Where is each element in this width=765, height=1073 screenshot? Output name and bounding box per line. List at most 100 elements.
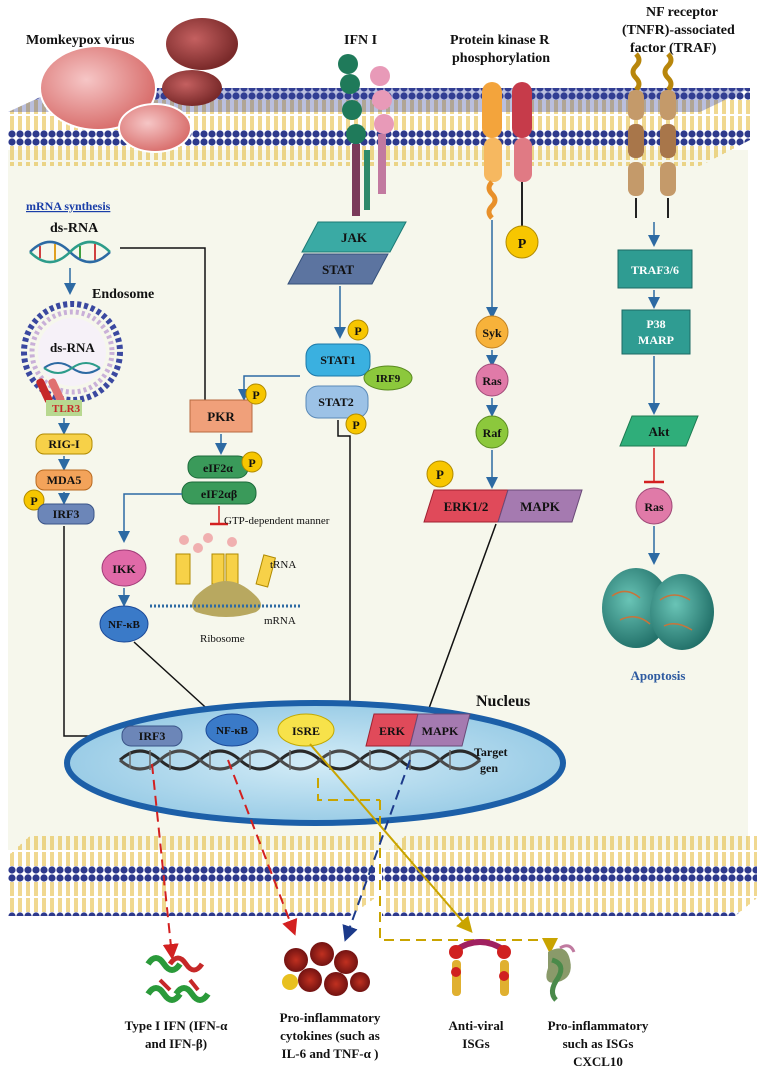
- ribosome-icon: [150, 533, 300, 617]
- p38-label-line1: P38: [646, 317, 665, 331]
- p38-box: [621, 309, 691, 355]
- stat1-box: [305, 343, 371, 377]
- akt-label: Akt: [649, 424, 671, 439]
- stat-label: STAT: [322, 262, 354, 277]
- output-label-line: IL-6 and TNF-α ): [282, 1046, 379, 1061]
- target-gene-line2: gen: [480, 761, 498, 775]
- output-type-i-ifn: Type I IFN (IFN-α and IFN-β): [125, 1018, 228, 1051]
- ras-pkr-node: [475, 363, 509, 397]
- eif2ab-box: [181, 481, 257, 505]
- stat2-phospho-icon: [345, 413, 367, 435]
- stat2-phospho-label: P: [352, 418, 359, 432]
- cytokine-cluster-icon: [282, 942, 370, 996]
- mda5-label: MDA5: [47, 473, 82, 487]
- syk-node: [475, 315, 509, 349]
- endosome-label: Endosome: [92, 287, 154, 302]
- pkr-title-line1: Protein kinase R: [450, 33, 550, 48]
- traf36-box: [617, 249, 693, 289]
- output-label-line: such as ISGs: [563, 1036, 634, 1051]
- mrna-synthesis-label: mRNA synthesis: [26, 199, 111, 213]
- erk12-label: ERK1/2: [444, 499, 489, 514]
- isre-label: ISRE: [292, 724, 320, 738]
- ifn-receptor-icon: [338, 54, 394, 216]
- phospho-label: P: [30, 494, 37, 508]
- nfkb-nuc-label: NF-κB: [216, 725, 248, 737]
- traf36-label: TRAF3/6: [631, 263, 679, 277]
- erk-phospho-label: P: [436, 467, 444, 482]
- output-label-line: and IFN-β): [145, 1036, 207, 1051]
- output-label-line: ISGs: [462, 1036, 489, 1051]
- traf-title-line1: NF receptor: [646, 5, 718, 20]
- mapk-nuc-box: [409, 713, 471, 747]
- eif2a-phospho-icon: [241, 451, 263, 473]
- output-pro-inflammatory-cytokines: Pro-inflammatory cytokines (such as IL-6…: [280, 1010, 381, 1061]
- ras-pkr-label: Ras: [482, 374, 502, 388]
- output-label-line: CXCL10: [573, 1054, 623, 1069]
- output-label-line: Anti-viral: [449, 1018, 504, 1033]
- ikk-node: [101, 549, 147, 587]
- tlr3-box: [46, 400, 82, 416]
- nfkb-nuc-node: [205, 713, 259, 747]
- jak-label: JAK: [341, 230, 368, 245]
- stat1-label: STAT1: [320, 353, 356, 367]
- pkr-phospho-icon: [245, 383, 267, 405]
- stat-box: [287, 253, 389, 285]
- output-label-line: Pro-inflammatory: [280, 1010, 381, 1025]
- gtp-label: GTP-dependent manner: [224, 515, 330, 527]
- stat2-box: [305, 385, 369, 419]
- irf9-label: IRF9: [376, 373, 401, 385]
- traf-title-line3: factor (TRAF): [630, 41, 717, 56]
- irf3-cyto-box: [37, 503, 95, 525]
- pkr-label: PKR: [207, 409, 235, 424]
- trna-label: tRNA: [270, 559, 296, 571]
- erk-phospho-icon: [426, 460, 454, 488]
- rigi-box: [35, 433, 93, 455]
- irf3-nuc-label: IRF3: [139, 729, 166, 743]
- irf3-cyto-label: IRF3: [53, 507, 80, 521]
- endosome-icon: [21, 301, 123, 404]
- output-pro-inflammatory-isgs: Pro-inflammatory such as ISGs CXCL10: [548, 1018, 649, 1069]
- ras-traf-node: [635, 487, 673, 525]
- ifn-title: IFN I: [344, 33, 377, 48]
- rigi-label: RIG-I: [48, 437, 80, 451]
- raf-node: [475, 415, 509, 449]
- raf-label: Raf: [483, 426, 503, 440]
- nfkb-cyto-node: [99, 605, 149, 643]
- pkr-title-line2: phosphorylation: [452, 51, 550, 66]
- cxcl10-icon: [546, 944, 576, 1002]
- mapk-cyto-label: MAPK: [520, 499, 561, 514]
- pkr-receptor-phospho-label: P: [518, 237, 527, 252]
- ikk-label: IKK: [112, 562, 136, 576]
- mda5-box: [35, 469, 93, 491]
- syk-label: Syk: [482, 326, 502, 340]
- pkr-phospho-label: P: [252, 388, 259, 402]
- dsrna-helix-icon: [29, 240, 111, 264]
- mapk-nuc-label: MAPK: [422, 724, 459, 738]
- output-label-line: cytokines (such as: [280, 1028, 380, 1043]
- pkr-receptor-icon: [482, 82, 532, 226]
- apoptosis-label: Apoptosis: [631, 668, 686, 683]
- traf-receptor-icon: [628, 52, 676, 218]
- output-anti-viral-isgs: Anti-viral ISGs: [449, 1018, 504, 1051]
- pkr-receptor-phospho-icon: [505, 225, 539, 259]
- mapk-cyto-box: [497, 489, 583, 523]
- mrna-label: mRNA: [264, 615, 296, 627]
- nucleus-label: Nucleus: [476, 693, 530, 710]
- irf9-box: [363, 365, 413, 391]
- monkeypox-virus-icon: [39, 18, 238, 153]
- stat2-label: STAT2: [318, 395, 354, 409]
- bottom-membrane: [8, 836, 757, 916]
- dsrna-inner-label: ds-RNA: [50, 340, 95, 355]
- eif2a-phospho-label: P: [248, 456, 255, 470]
- eif2a-label: eIF2α: [203, 461, 233, 475]
- output-label-line: Pro-inflammatory: [548, 1018, 649, 1033]
- tlr3-label: TLR3: [52, 403, 81, 415]
- dsrna-top-label: ds-RNA: [50, 221, 99, 236]
- target-gene-line1: Target: [474, 745, 508, 759]
- nfkb-cyto-label: NF-κB: [108, 619, 140, 631]
- isre-node: [277, 713, 335, 747]
- stat1-phospho-icon: [347, 319, 369, 341]
- output-label-line: Type I IFN (IFN-α: [125, 1018, 228, 1033]
- erk-nuc-label: ERK: [379, 724, 406, 738]
